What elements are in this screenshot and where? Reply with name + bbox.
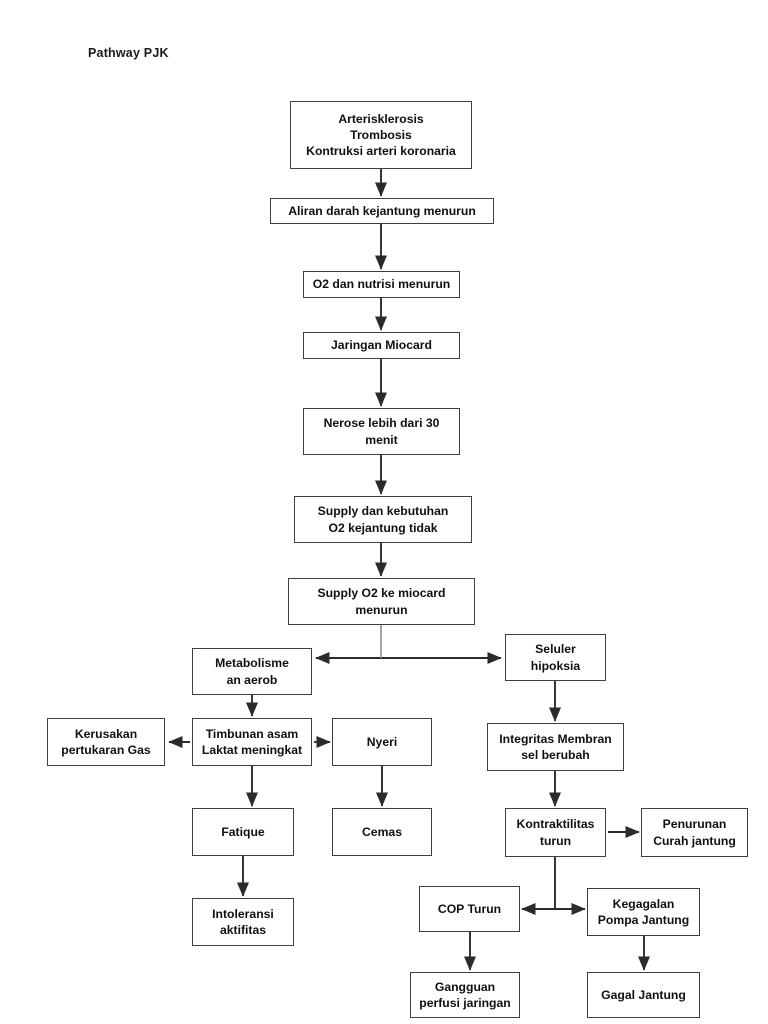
node-cemas[interactable]: Cemas — [332, 808, 432, 856]
node-nerose[interactable]: Nerose lebih dari 30 menit — [303, 408, 460, 455]
node-jaringan-miocard[interactable]: Jaringan Miocard — [303, 332, 460, 359]
node-integritas-membran[interactable]: Integritas Membran sel berubah — [487, 723, 624, 771]
node-kontraktilitas-turun[interactable]: Kontraktilitas turun — [505, 808, 606, 857]
node-o2-nutrisi[interactable]: O2 dan nutrisi menurun — [303, 271, 460, 298]
node-metabolisme[interactable]: Metabolisme an aerob — [192, 648, 312, 695]
node-kerusakan-pertukaran-gas[interactable]: Kerusakan pertukaran Gas — [47, 718, 165, 766]
node-kegagalan-pompa-jantung[interactable]: Kegagalan Pompa Jantung — [587, 888, 700, 936]
node-cop-turun[interactable]: COP Turun — [419, 886, 520, 932]
node-gangguan-perfusi-jaringan[interactable]: Gangguan perfusi jaringan — [410, 972, 520, 1018]
node-penurunan-curah-jantung[interactable]: Penurunan Curah jantung — [641, 808, 748, 857]
node-aliran-darah[interactable]: Aliran darah kejantung menurun — [270, 198, 494, 224]
node-arterisklerosis[interactable]: Arterisklerosis Trombosis Kontruksi arte… — [290, 101, 472, 169]
node-intoleransi-aktifitas[interactable]: Intoleransi aktifitas — [192, 898, 294, 946]
node-timbunan-asam-laktat[interactable]: Timbunan asam Laktat meningkat — [192, 718, 312, 766]
node-nyeri[interactable]: Nyeri — [332, 718, 432, 766]
page-title: Pathway PJK — [88, 46, 169, 60]
node-gagal-jantung[interactable]: Gagal Jantung — [587, 972, 700, 1018]
node-supply-kebutuhan[interactable]: Supply dan kebutuhan O2 kejantung tidak — [294, 496, 472, 543]
node-fatique[interactable]: Fatique — [192, 808, 294, 856]
node-supply-miocard[interactable]: Supply O2 ke miocard menurun — [288, 578, 475, 625]
node-seluler-hipoksia[interactable]: Seluler hipoksia — [505, 634, 606, 681]
